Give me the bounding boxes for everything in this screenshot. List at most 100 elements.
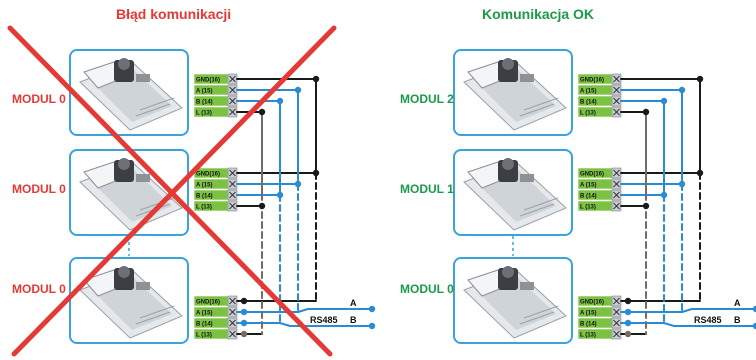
right-panel: GND(16) A (15) B (14) L (13) GND(16) A (15) B …: [453, 49, 756, 344]
actuator-connector: [136, 74, 150, 82]
module-box: [69, 149, 189, 236]
screw-slot: [229, 86, 236, 94]
terminal-pin-label: L (13): [580, 205, 596, 211]
screw-slot: [229, 319, 236, 327]
right-module-label-middle: MODUL 1: [400, 182, 454, 196]
actuator-slot: [519, 311, 555, 325]
screw-slot: [229, 180, 236, 188]
screw-slot: [613, 297, 620, 305]
bus-line-a-label: A: [734, 298, 741, 308]
wire-junction-dot: [368, 322, 376, 330]
terminal-pin-label: GND(16): [580, 172, 604, 178]
terminal-pin-label: B (14): [196, 322, 213, 328]
wire-junction-dot: [678, 180, 686, 188]
actuator-motor-cap: [502, 266, 514, 278]
module-box: [453, 257, 573, 344]
terminal-pin-label: A (15): [580, 311, 596, 317]
wire-junction-dot: [642, 202, 650, 210]
terminal-pin-label: L (13): [196, 333, 212, 339]
screw-slot: [229, 202, 236, 210]
wire-junction-dot: [240, 319, 248, 327]
terminal-pin-label: L (13): [580, 111, 596, 117]
module-box: [453, 149, 573, 236]
wire-junction-dot: [752, 305, 756, 313]
actuator-motor-cap: [118, 58, 130, 70]
module-box: [453, 49, 573, 136]
actuator-module-image: [79, 266, 183, 339]
wire-junction-dot: [696, 169, 704, 177]
cross-mark: [11, 25, 337, 357]
screw-slot: [613, 97, 620, 105]
terminal-pin-label: B (14): [580, 194, 597, 200]
left-module-label-bottom: MODUL 0: [12, 282, 66, 296]
wire-junction-dot: [294, 180, 302, 188]
bus-line-b-label: B: [350, 315, 357, 325]
actuator-motor-cap: [118, 266, 130, 278]
wire-junction-dot: [276, 97, 284, 105]
wire-junction-dot: [752, 322, 756, 330]
bus-line-a-label: A: [350, 298, 357, 308]
actuator-connector: [520, 174, 534, 182]
actuator-motor-cap: [502, 58, 514, 70]
terminal-pin-label: GND(16): [196, 78, 220, 84]
terminal-pin-label: GND(16): [196, 300, 220, 306]
screw-slot: [613, 191, 620, 199]
wire-junction-dot: [696, 75, 704, 83]
left-module-label-top: MODUL 0: [12, 92, 66, 106]
screw-slot: [229, 169, 236, 177]
actuator-slot: [135, 103, 171, 117]
screw-slot: [229, 75, 236, 83]
right-module-label-bottom: MODUL 0: [400, 282, 454, 296]
cross-mark: [7, 25, 333, 357]
wire-junction-dot: [678, 86, 686, 94]
wire-junction-dot: [624, 308, 632, 316]
screw-slot: [229, 97, 236, 105]
wire-junction-dot: [240, 330, 248, 338]
screw-slot: [613, 180, 620, 188]
terminal-pin-label: GND(16): [580, 78, 604, 84]
actuator-motor-cap: [118, 158, 130, 170]
terminal-pin-label: L (13): [196, 205, 212, 211]
wire-junction-dot: [624, 330, 632, 338]
terminal-pin-label: B (14): [196, 100, 213, 106]
left-module-label-middle: MODUL 0: [12, 182, 66, 196]
screw-slot: [613, 169, 620, 177]
actuator-module-image: [79, 58, 183, 131]
screw-slot: [613, 330, 620, 338]
screw-slot: [229, 308, 236, 316]
screw-slot: [613, 86, 620, 94]
actuator-slot: [139, 305, 175, 319]
left-panel-title: Błąd komunikacji: [116, 6, 232, 22]
terminal-pin-label: A (15): [196, 89, 212, 95]
terminal-pin-label: A (15): [580, 89, 596, 95]
screw-slot: [229, 108, 236, 116]
wire-junction-dot: [240, 308, 248, 316]
screw-slot: [613, 319, 620, 327]
actuator-slot: [135, 311, 171, 325]
terminal-pin-label: B (14): [580, 322, 597, 328]
terminal-block: GND(16)A (15)B (14)L (13): [577, 295, 622, 340]
actuator-module-image: [79, 158, 183, 231]
terminal-pin-label: GND(16): [196, 172, 220, 178]
actuator-motor-cap: [502, 158, 514, 170]
actuator-module-image: [463, 266, 567, 339]
wire-junction-dot: [312, 169, 320, 177]
terminal-block: GND(16)A (15)B (14)L (13): [577, 73, 622, 118]
terminal-block: GND(16) A (15) B (14) L (13): [193, 73, 238, 118]
actuator-slot: [523, 97, 559, 111]
actuator-connector: [136, 174, 150, 182]
terminal-pin-label: L (13): [196, 111, 212, 117]
wire-junction-dot: [312, 75, 320, 83]
terminal-pin-label: A (15): [196, 183, 212, 189]
terminal-block: GND(16)A (15)B (14)L (13): [577, 167, 622, 212]
module-box: [69, 49, 189, 136]
terminal-pin-label: B (14): [196, 194, 213, 200]
wire-junction-dot: [642, 108, 650, 116]
actuator-slot: [519, 203, 555, 217]
bus-name-label: RS485: [310, 315, 338, 325]
actuator-slot: [523, 305, 559, 319]
actuator-connector: [520, 74, 534, 82]
actuator-connector: [136, 282, 150, 290]
wire-junction-dot: [660, 97, 668, 105]
